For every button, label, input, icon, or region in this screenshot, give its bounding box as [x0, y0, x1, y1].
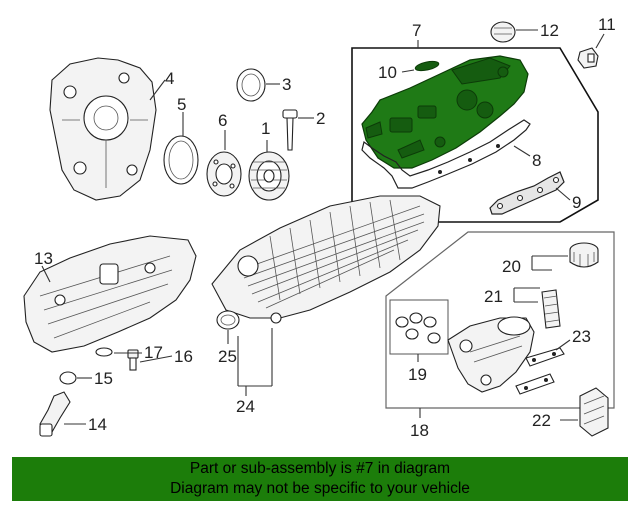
gasket-10[interactable]: [414, 60, 440, 73]
callout-17: 17: [144, 343, 163, 362]
timing-cover[interactable]: [49, 57, 157, 201]
intake-manifold[interactable]: [211, 195, 441, 324]
callout-15: 15: [94, 369, 113, 388]
seal-ring[interactable]: [163, 135, 199, 185]
leader-16: [139, 355, 173, 363]
callout-19: 19: [408, 365, 427, 384]
callout-7: 7: [412, 21, 421, 40]
callout-22: 22: [532, 411, 551, 430]
drain-plug[interactable]: [127, 349, 139, 371]
callout-10: 10: [378, 63, 397, 82]
callout-20: 20: [502, 257, 521, 276]
callout-9: 9: [572, 193, 581, 212]
leader-8: [513, 145, 531, 157]
seal-25[interactable]: [216, 310, 240, 330]
callout-24: 24: [236, 397, 255, 416]
filter-cap[interactable]: [569, 242, 599, 268]
callout-13: 13: [34, 249, 53, 268]
callout-12: 12: [540, 21, 559, 40]
leader-13: [41, 265, 51, 283]
info-banner: Part or sub-assembly is #7 in diagram Di…: [12, 457, 628, 501]
callout-23: 23: [572, 327, 591, 346]
vibration-damper[interactable]: [248, 151, 290, 201]
oil-level-sensor[interactable]: [39, 391, 71, 437]
cylinder-head-cover[interactable]: [361, 55, 529, 169]
sensor-11[interactable]: [577, 47, 599, 69]
leader-9: [555, 187, 571, 201]
callout-4: 4: [165, 69, 174, 88]
housing-gaskets[interactable]: [515, 347, 565, 395]
leader-4: [149, 79, 166, 101]
parts-diagram: 4 5 3 2 6 1 7: [23, 15, 616, 440]
callout-5: 5: [177, 95, 186, 114]
callout-3: 3: [282, 75, 291, 94]
callout-6: 6: [218, 111, 227, 130]
seal-3[interactable]: [236, 68, 266, 102]
callout-14: 14: [88, 415, 107, 434]
callout-18: 18: [410, 421, 429, 440]
oil-cooler[interactable]: [579, 387, 609, 437]
callout-2: 2: [316, 109, 325, 128]
banner-line-1: Part or sub-assembly is #7 in diagram: [189, 460, 451, 477]
filter-element[interactable]: [541, 289, 561, 329]
callout-21: 21: [484, 287, 503, 306]
oil-pan[interactable]: [23, 235, 197, 353]
seal-kit-frame: [389, 299, 449, 355]
oil-filter-group-frame: [385, 231, 615, 409]
drain-seal[interactable]: [95, 347, 113, 357]
banner-line-2: Diagram may not be specific to your vehi…: [170, 480, 470, 497]
leader-11: [595, 33, 605, 49]
seal-kit[interactable]: [395, 312, 441, 344]
leader-10: [401, 69, 415, 73]
o-ring-15[interactable]: [59, 371, 77, 385]
callout-11: 11: [598, 15, 616, 34]
gasket-set[interactable]: [489, 171, 565, 215]
callout-8: 8: [532, 151, 541, 170]
leader-23: [555, 339, 571, 351]
bolt[interactable]: [282, 109, 298, 151]
callout-16: 16: [174, 347, 193, 366]
callout-25: 25: [218, 347, 237, 366]
callout-1: 1: [261, 119, 270, 138]
oil-filler-cap[interactable]: [490, 21, 516, 43]
hub[interactable]: [206, 151, 242, 197]
oil-filter-housing[interactable]: [447, 316, 535, 393]
cover-gasket[interactable]: [361, 119, 531, 189]
